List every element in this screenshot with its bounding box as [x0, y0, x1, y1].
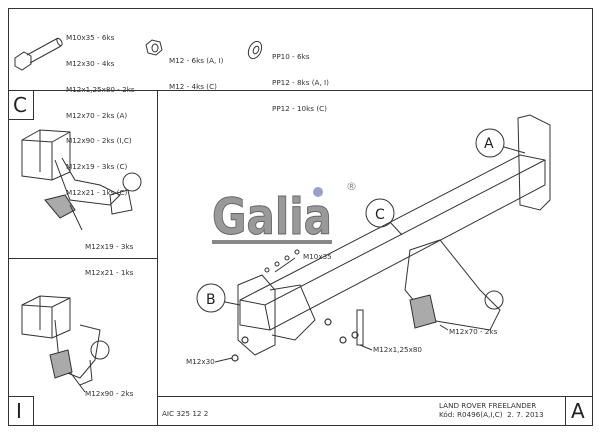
galia-logo: Galia — [212, 187, 333, 247]
bolt-spec: M12x30 - 4ks — [66, 58, 115, 68]
variant-letter-box — [565, 396, 593, 426]
drawing-code: Kód: R0496(A,I,C) 2. 7. 2013 — [439, 410, 544, 419]
label-m12x125x80: M12x1,25x80 — [373, 345, 423, 354]
washer-spec: PP12 - 10ks (C) — [272, 103, 327, 113]
nut-spec: M12 - 4ks (C) — [169, 81, 217, 91]
washer-spec: PP10 - 6ks — [272, 52, 310, 62]
part-label: M12x19 - 3ks — [85, 242, 134, 252]
callout-a: A — [484, 136, 494, 152]
main-hitch-drawing — [69, 114, 551, 393]
callout-b: B — [206, 292, 216, 308]
nut-icon — [145, 39, 163, 56]
bolt-spec: M12x70 - 2ks (A) — [66, 110, 128, 120]
bolt-spec: M12x19 - 3ks (C) — [66, 162, 128, 172]
title-block-line — [157, 396, 593, 426]
registered-mark: ® — [346, 180, 357, 193]
panel-i-letter: I — [16, 399, 22, 423]
panel-i-letter-box — [8, 396, 34, 426]
washers-list: PP10 - 6ks PP12 - 8ks (A, I) PP12 - 10ks… — [272, 36, 329, 122]
callout-c: C — [375, 207, 385, 223]
panel-c-letter: C — [13, 93, 27, 117]
washer-spec: PP12 - 8ks (A, I) — [272, 77, 329, 87]
panel-i-frame — [8, 258, 158, 426]
bolt-spec: M12x90 - 2ks (I,C) — [66, 136, 132, 146]
bolt-spec: M12x21 - 1ks (C) — [66, 187, 128, 197]
bolt-spec: M10x35 - 6ks — [66, 33, 115, 43]
bolts-list: M10x35 - 6ks M12x30 - 4ks M12x1,25x80 - … — [66, 17, 135, 206]
label-m10x35: M10x35 — [303, 252, 332, 261]
vehicle-name: LAND ROVER FREELANDER — [439, 401, 537, 410]
washer-icon — [247, 40, 263, 60]
part-label: M12x21 - 1ks — [85, 267, 134, 277]
bolt-spec: M12x1,25x80 - 2ks — [66, 84, 135, 94]
nut-spec: M12 - 6ks (A, I) — [169, 56, 224, 66]
drawing-number: AIC 325 12 2 — [162, 409, 209, 418]
parts-strip-divider — [8, 8, 593, 91]
label-m12x30: M12x30 — [186, 357, 215, 366]
panel-c-letter-box — [8, 90, 34, 120]
panel-c-hitch-drawing — [21, 129, 142, 219]
panel-c-labels: M12x19 - 3ks M12x21 - 1ks — [85, 226, 133, 286]
label-m12x70: M12x70 - 2ks — [449, 327, 498, 336]
bolt-icon — [14, 37, 63, 71]
nuts-list: M12 - 6ks (A, I) M12 - 4ks (C) — [169, 40, 224, 100]
svg-text:Galia: Galia — [212, 188, 332, 246]
panel-i-hitch-drawing — [21, 295, 110, 386]
variant-letter: A — [571, 399, 585, 423]
panel-i-label: M12x90 - 2ks — [85, 389, 134, 398]
